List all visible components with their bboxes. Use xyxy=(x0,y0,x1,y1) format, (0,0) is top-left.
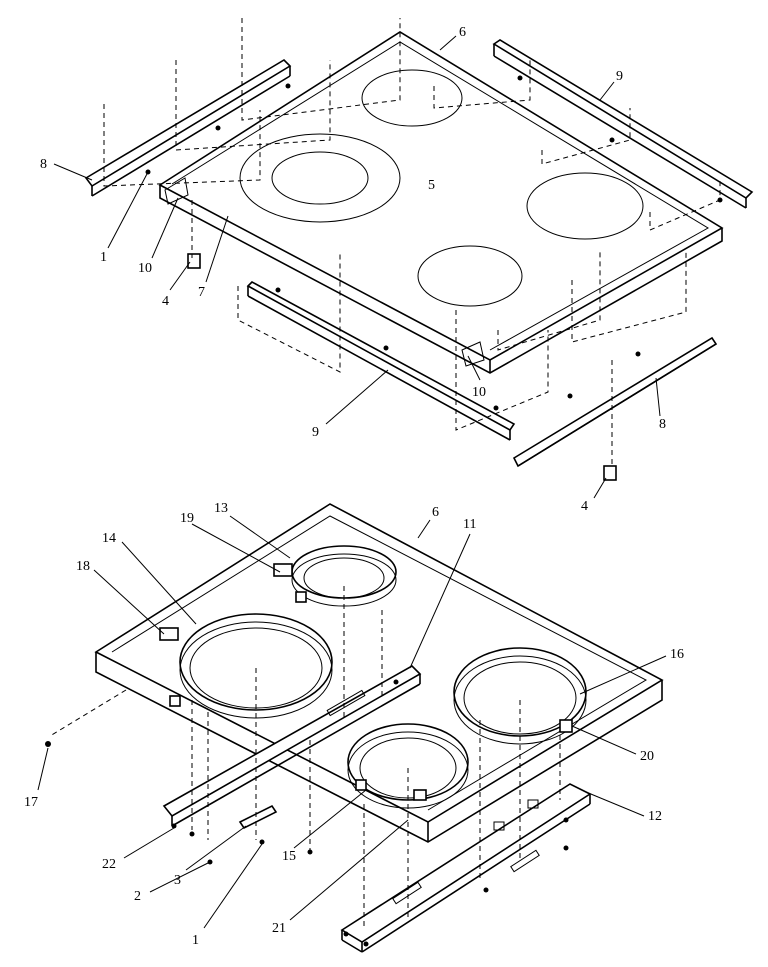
lower-cooktop-pan xyxy=(94,503,664,843)
lower-burner-right xyxy=(453,647,587,745)
label-21: 21 xyxy=(272,921,286,936)
upper-clip-4a xyxy=(187,253,201,269)
label-6-lower: 6 xyxy=(432,505,439,520)
lower-screws xyxy=(45,679,569,947)
label-1-upper: 1 xyxy=(100,250,107,265)
label-10-upper-left: 10 xyxy=(138,261,152,276)
label-9-upper-front: 9 xyxy=(312,425,319,440)
lower-bracket-11 xyxy=(162,665,422,827)
label-10-upper-right: 10 xyxy=(472,385,486,400)
label-15: 15 xyxy=(282,849,296,864)
label-11: 11 xyxy=(463,517,476,532)
label-14: 14 xyxy=(102,531,116,546)
lower-leader-lines xyxy=(37,515,667,929)
label-17: 17 xyxy=(24,795,38,810)
label-12: 12 xyxy=(648,809,662,824)
lower-projection-lines xyxy=(49,586,561,930)
upper-rail-8-left xyxy=(84,58,292,197)
label-2: 2 xyxy=(134,889,141,904)
label-4-upper-right: 4 xyxy=(581,499,588,514)
upper-rail-9-right xyxy=(492,39,754,209)
upper-projection-lines xyxy=(103,18,721,468)
label-13: 13 xyxy=(214,501,228,516)
label-6-upper: 6 xyxy=(459,25,466,40)
upper-screws xyxy=(145,75,723,411)
lower-burner-top xyxy=(273,545,397,607)
label-4-upper-left: 4 xyxy=(162,294,169,309)
label-1-lower: 1 xyxy=(192,933,199,948)
label-8-upper-front: 8 xyxy=(659,417,666,432)
upper-assembly: 6 9 8 5 1 10 4 7 10 9 8 4 xyxy=(40,18,754,514)
label-5: 5 xyxy=(428,178,435,193)
label-8-upper-left: 8 xyxy=(40,157,47,172)
upper-cooktop-panel xyxy=(158,31,724,374)
label-18: 18 xyxy=(76,559,90,574)
upper-clip-4b xyxy=(603,465,617,481)
lower-bracket-12 xyxy=(340,783,592,953)
lower-clip-3 xyxy=(238,804,278,830)
label-9-upper-right: 9 xyxy=(616,69,623,84)
label-22: 22 xyxy=(102,857,116,872)
label-19: 19 xyxy=(180,511,194,526)
label-3: 3 xyxy=(174,873,181,888)
label-16: 16 xyxy=(670,647,684,662)
upper-rail-8-front xyxy=(512,336,718,468)
upper-rail-9-front xyxy=(246,281,516,441)
lower-burner-large xyxy=(159,613,333,719)
label-7: 7 xyxy=(198,285,205,300)
label-20: 20 xyxy=(640,749,654,764)
upper-leader-lines xyxy=(53,35,661,499)
lower-assembly: 6 13 11 19 14 18 16 20 17 12 22 2 3 15 1… xyxy=(24,501,684,953)
